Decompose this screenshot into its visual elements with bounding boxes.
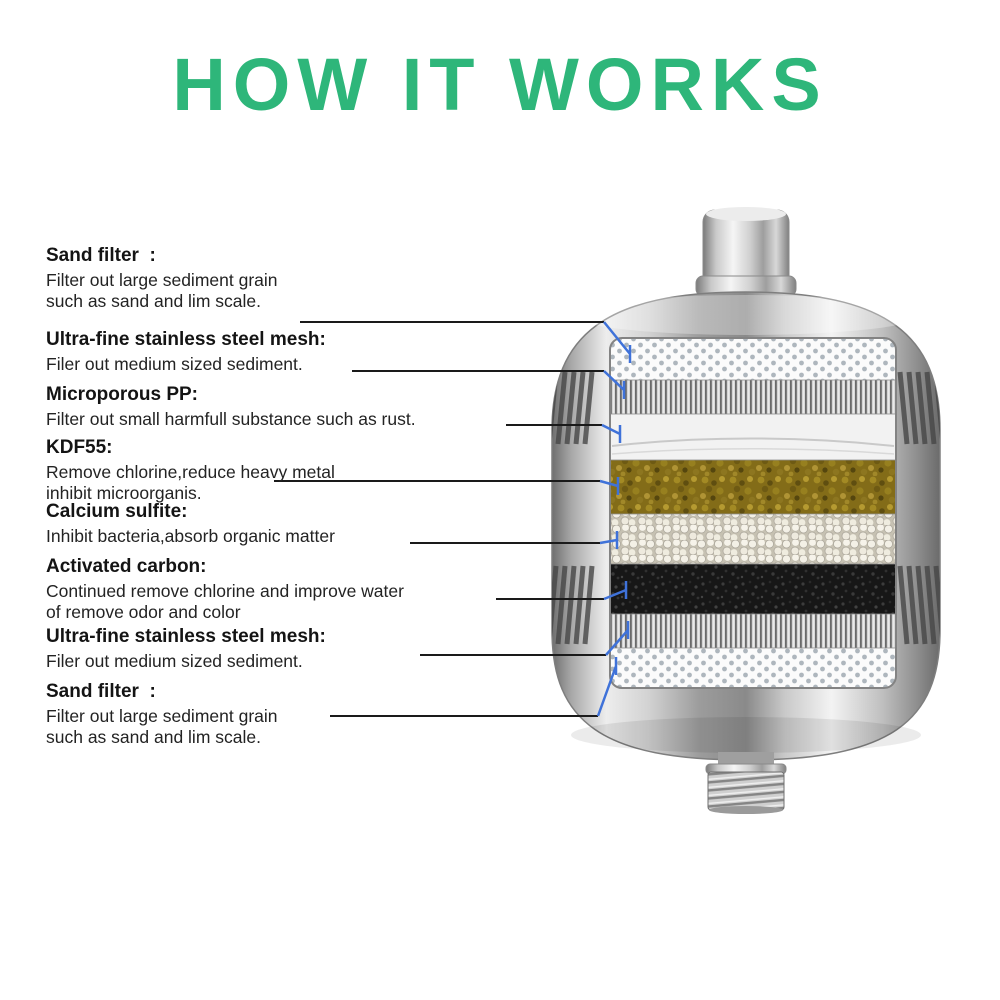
- callout-microporous-pp: Microporous PP: Filter out small harmful…: [46, 384, 546, 430]
- callout-body: Inhibit bacteria,absorb organic matter: [46, 526, 335, 546]
- callout-calcium-sulfite: Calcium sulfite: Inhibit bacteria,absorb…: [46, 501, 546, 547]
- callout-heading: KDF55:: [46, 437, 113, 458]
- callout-activated-carbon: Activated carbon: Continued remove chlor…: [46, 556, 546, 623]
- callout-body: Continued remove chlorine and improve wa…: [46, 581, 404, 622]
- page-title: HOW IT WORKS: [172, 43, 828, 126]
- pointer-tick-5: [599, 531, 619, 549]
- callout-kdf55: KDF55: Remove chlorine,reduce heavy meta…: [46, 437, 546, 504]
- bottom-threaded-outlet: [705, 752, 787, 814]
- pointer-tick-2: [603, 370, 626, 399]
- layer-perforated-plate-bottom: [610, 648, 896, 688]
- pointer-tick-3: [601, 423, 622, 443]
- callout-heading: Microporous PP:: [46, 384, 199, 405]
- callout-body: Remove chlorine,reduce heavy metal inhib…: [46, 462, 335, 503]
- layer-steel-mesh-top: [610, 380, 896, 414]
- pointer-tick-1: [603, 321, 632, 363]
- callout-steel-mesh-top: Ultra-fine stainless steel mesh: Filer o…: [46, 329, 546, 375]
- callout-body: Filter out large sediment grain such as …: [46, 270, 278, 311]
- layer-steel-mesh-bottom: [610, 614, 896, 648]
- cutaway-window: [609, 337, 897, 689]
- callout-heading: Sand filter :: [46, 681, 156, 702]
- layer-perforated-plate-top: [610, 338, 896, 380]
- layer-activated-carbon: [610, 564, 896, 614]
- callout-body: Filter out small harmfull substance such…: [46, 409, 416, 429]
- callout-steel-mesh-bottom: Ultra-fine stainless steel mesh: Filer o…: [46, 626, 546, 672]
- callout-body: Filer out medium sized sediment.: [46, 651, 303, 671]
- pointer-tick-6: [603, 581, 628, 601]
- callout-heading: Ultra-fine stainless steel mesh:: [46, 626, 326, 647]
- callout-connectors: [274, 321, 606, 717]
- callout-heading: Calcium sulfite:: [46, 501, 188, 522]
- top-inlet-cap: [695, 207, 797, 297]
- callout-pointers: [596, 321, 632, 717]
- callout-heading: Activated carbon:: [46, 556, 207, 577]
- layer-calcium-sulfite: [610, 514, 896, 564]
- pointer-tick-4: [599, 477, 620, 495]
- pointer-tick-8: [596, 657, 618, 717]
- layer-kdf55: [610, 460, 896, 514]
- layer-microporous-pp: [610, 414, 896, 460]
- pointer-tick-7: [605, 621, 630, 656]
- callout-sand-filter-bottom: Sand filter : Filter out large sediment …: [46, 681, 546, 748]
- callout-sand-filter-top: Sand filter : Filter out large sediment …: [46, 245, 546, 312]
- callout-heading: Sand filter :: [46, 245, 156, 266]
- callout-heading: Ultra-fine stainless steel mesh:: [46, 329, 326, 350]
- callout-body: Filer out medium sized sediment.: [46, 354, 303, 374]
- callout-body: Filter out large sediment grain such as …: [46, 706, 278, 747]
